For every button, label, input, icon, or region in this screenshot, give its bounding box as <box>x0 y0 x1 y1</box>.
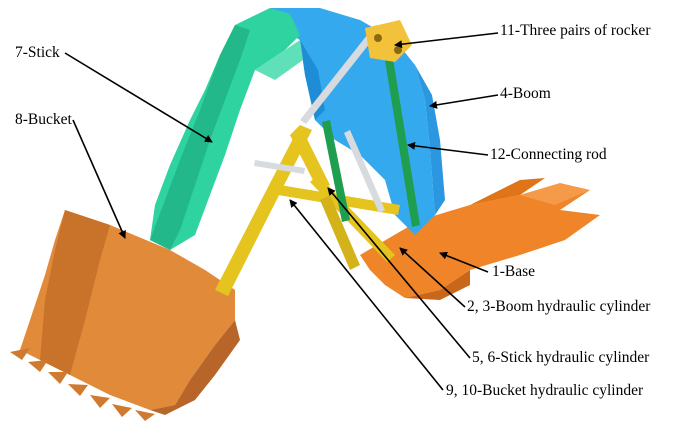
label-boom: 4-Boom <box>500 85 551 102</box>
label-base: 1-Base <box>492 263 536 280</box>
label-rocker: 11-Three pairs of rocker <box>500 22 651 39</box>
leader-arrows <box>64 32 499 391</box>
connecting-rod-part <box>322 40 420 227</box>
bucket-part <box>10 210 240 421</box>
stick-part <box>150 8 303 250</box>
label-stick: 7-Stick <box>15 44 60 61</box>
arrow-boom <box>429 94 499 109</box>
arrow-bucket <box>72 119 126 239</box>
arrow-boom-cylinder <box>399 247 466 308</box>
arrow-bucket-cylinder <box>289 199 444 391</box>
arrow-connecting-rod <box>407 141 489 156</box>
arrow-stick <box>64 52 213 143</box>
label-bucket-cylinder: 9, 10-Bucket hydraulic cylinder <box>446 382 644 399</box>
arrow-base <box>439 251 489 273</box>
label-connecting-rod: 12-Connecting rod <box>490 146 607 163</box>
silver-rods <box>254 25 385 213</box>
arrow-rocker <box>394 32 499 49</box>
label-bucket: 8-Bucket <box>15 111 72 128</box>
arrow-stick-cylinder <box>327 187 471 359</box>
base-part <box>360 178 600 300</box>
label-stick-cylinder: 5, 6-Stick hydraulic cylinder <box>472 349 650 366</box>
label-boom-cylinder: 2, 3-Boom hydraulic cylinder <box>467 298 651 315</box>
